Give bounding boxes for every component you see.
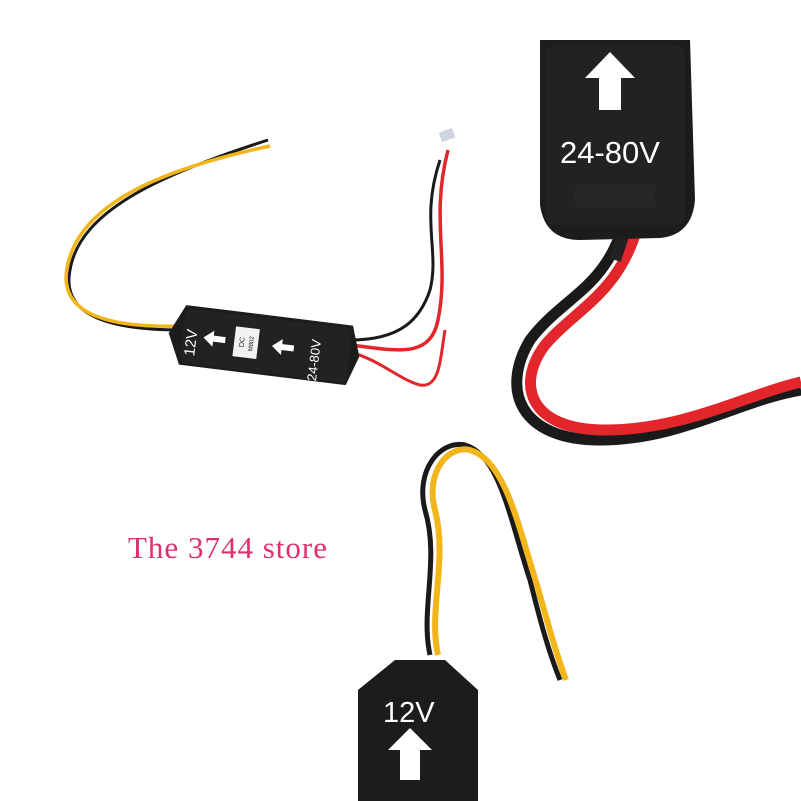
arrow-right-icon — [271, 339, 295, 356]
top-right-module: 24-80V — [540, 40, 695, 240]
chip-line2: M802 — [248, 335, 256, 351]
up-arrow-icon — [585, 52, 635, 110]
small-module-wires — [64, 127, 456, 387]
up-arrow-icon — [388, 728, 432, 780]
bottom-wires — [420, 441, 569, 682]
bottom-module: 12V — [358, 660, 478, 801]
small-module: 12V DC M802 24-80V — [168, 305, 360, 386]
top-right-wires — [511, 228, 801, 446]
small-module-label-left: 12V — [181, 328, 201, 357]
top-right-module-label: 24-80V — [560, 135, 660, 170]
small-module-label-right: 24-80V — [304, 338, 324, 382]
store-watermark: The 3744 store — [128, 530, 328, 565]
chip-line1: DC — [239, 337, 247, 348]
chip — [232, 326, 260, 360]
arrow-left-icon — [203, 330, 226, 347]
bottom-module-label: 12V — [383, 697, 435, 729]
